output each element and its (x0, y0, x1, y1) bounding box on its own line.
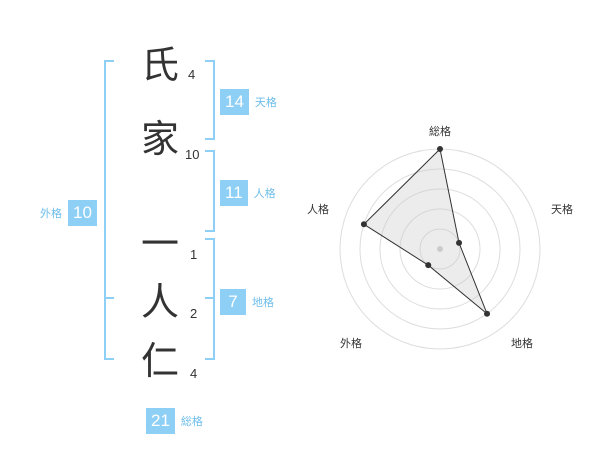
chikaku-badge: 7 地格 (220, 289, 274, 315)
chikaku-bracket (205, 238, 215, 360)
given-char-2-strokes: 2 (190, 306, 198, 321)
soukaku-value: 21 (146, 408, 175, 434)
radar-grid-ring (379, 188, 501, 310)
given-char-1: 一 (140, 222, 179, 266)
radar-grid-ring (359, 168, 521, 330)
tenkaku-label: 天格 (254, 96, 277, 109)
radar-value-area (363, 147, 488, 315)
jinkaku-value: 11 (220, 180, 248, 206)
gaikaku-bracket (104, 60, 114, 360)
chikaku-label: 地格 (252, 296, 274, 309)
tenkaku-bracket (205, 60, 215, 140)
jinkaku-bracket (205, 150, 215, 232)
given-char-3: 仁 (140, 339, 179, 383)
gaikaku-badge: 外格 10 (40, 200, 97, 226)
gaikaku-value: 10 (68, 200, 97, 226)
gaikaku-label: 外格 (40, 207, 62, 220)
radar-axis-label-jinkaku: 人格 (307, 203, 329, 216)
radar-point-2 (484, 310, 491, 317)
given-char-2: 人 (140, 280, 179, 324)
given-char-3-strokes: 4 (190, 366, 198, 381)
radar-point-4 (360, 221, 367, 228)
radar-axis-label-gaikaku: 外格 (340, 337, 362, 350)
jinkaku-label: 人格 (253, 187, 276, 200)
radar-center-dot (437, 246, 443, 252)
jinkaku-badge: 11 人格 (220, 180, 276, 206)
surname-char-2: 家 (140, 117, 179, 161)
radar-grid-ring (419, 228, 461, 270)
gaikaku-bracket-split (104, 297, 114, 299)
tenkaku-value: 14 (220, 89, 249, 115)
tenkaku-badge: 14 天格 (220, 89, 277, 115)
radar-point-1 (456, 239, 463, 246)
surname-char-1-strokes: 4 (188, 67, 196, 82)
soukaku-badge: 21 総格 (146, 408, 203, 434)
given-char-1-strokes: 1 (190, 247, 198, 262)
radar-point-0 (437, 146, 443, 152)
surname-char-2-strokes: 10 (185, 147, 200, 162)
surname-char-1: 氏 (140, 43, 179, 87)
chikaku-bracket-split (205, 297, 215, 299)
soukaku-label: 総格 (180, 415, 203, 428)
radar-point-3 (425, 262, 432, 269)
radar-axis-label-tenkaku: 天格 (551, 203, 573, 216)
radar-axis-label-soukaku: 総格 (429, 125, 451, 138)
radar-grid-ring (399, 208, 481, 290)
radar-axis-label-chikaku: 地格 (511, 337, 533, 350)
chikaku-value: 7 (220, 289, 246, 315)
